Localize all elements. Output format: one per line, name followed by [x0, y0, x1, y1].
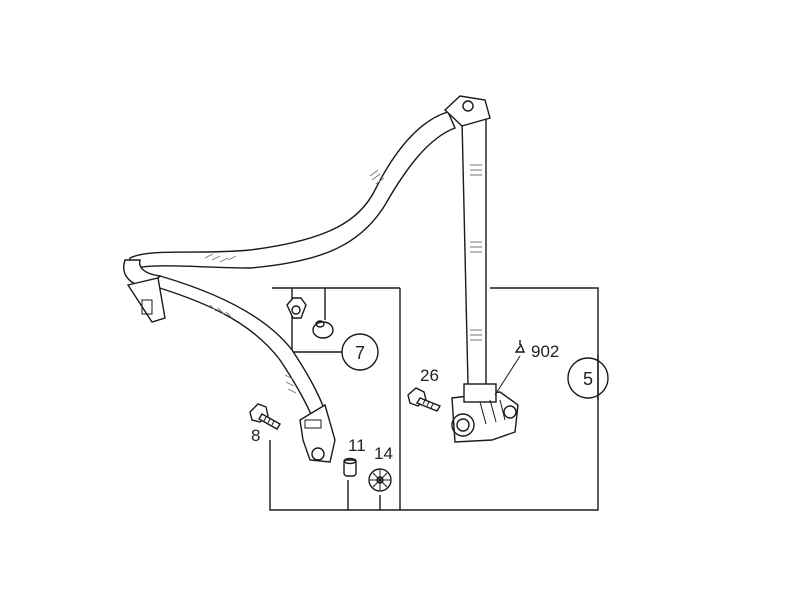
label-14: 14: [374, 444, 393, 463]
belt-retractor: [451, 383, 519, 443]
hex-nut-icon: [286, 297, 307, 319]
cap-nut-icon: [312, 320, 334, 339]
belt-guide-loop: [126, 277, 166, 323]
seat-belt-webbing: [123, 111, 487, 436]
bolt-icon-26: [407, 387, 442, 412]
lower-anchor-plate: [299, 403, 336, 463]
washer-icon: [368, 468, 392, 492]
callout-5-number: 5: [583, 369, 593, 389]
label-902: 902: [531, 342, 559, 361]
label-8: 8: [251, 426, 260, 445]
bolt-icon: [249, 403, 281, 430]
callout-7-number: 7: [355, 343, 365, 363]
spacer-sleeve-icon: [343, 457, 357, 477]
upper-anchor-bracket: [443, 95, 491, 127]
grouping-bracket-lines: [269, 287, 599, 511]
callout-5: 5: [567, 357, 609, 399]
callout-7: 7: [341, 333, 379, 371]
pin-icon: [494, 340, 526, 396]
label-11: 11: [348, 436, 366, 455]
label-26: 26: [420, 366, 439, 385]
